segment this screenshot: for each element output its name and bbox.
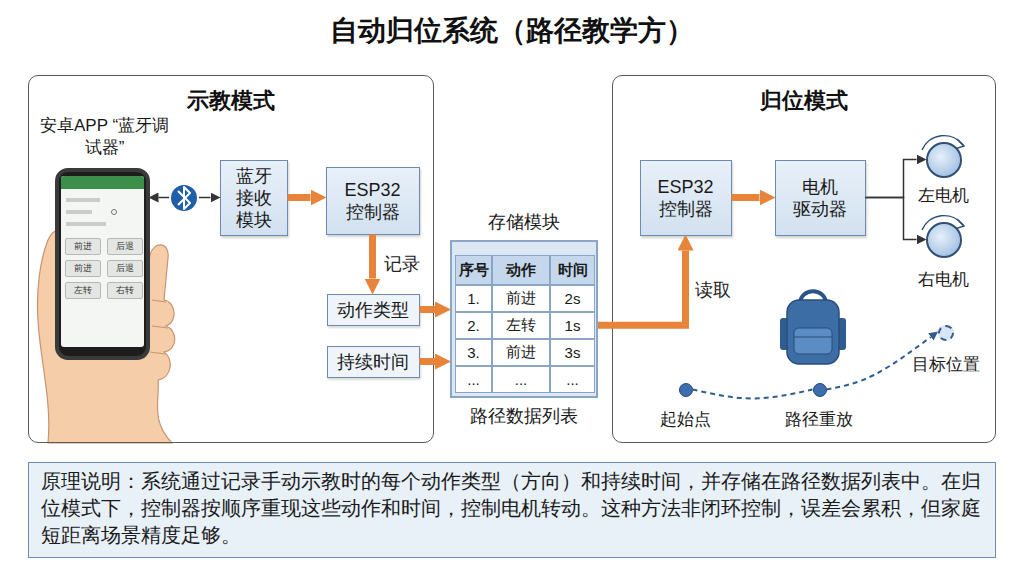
phone-text-bar	[66, 222, 106, 226]
bluetooth-rune	[178, 187, 190, 209]
controller-box: ESP32 控制器	[640, 160, 732, 236]
driver-box: 电机 驱动器	[775, 160, 866, 236]
node-label: 目标位置	[906, 353, 986, 376]
table-caption: 路径数据列表	[432, 404, 616, 428]
node-label: ESP32 控制器	[327, 179, 419, 223]
table-cell: 3.	[455, 339, 492, 366]
node-label: 路径重放	[779, 408, 859, 431]
table-cell: ...	[492, 366, 550, 393]
motor-circle: 左电机	[926, 142, 962, 178]
table-cell: 1.	[455, 285, 492, 312]
signal-link	[866, 198, 917, 240]
phone-app: 安卓APP “蓝牙调试器”前进后退前进后退左转右转	[55, 168, 150, 360]
table-heading: 存储模块	[432, 210, 616, 234]
table-cell: 左转	[492, 312, 550, 339]
flow-arrow	[598, 251, 686, 326]
edge-label: 记录	[384, 252, 420, 276]
mode-panel: 归位模式ESP32 控制器电机 驱动器左电机右电机起始点路径重放目标位置	[612, 75, 996, 443]
app-label: 安卓APP “蓝牙调试器”	[40, 115, 170, 159]
panel-heading: 归位模式	[613, 86, 995, 116]
flow-arrow	[288, 194, 311, 201]
target-point: 目标位置	[938, 325, 954, 341]
table-cell: 1s	[550, 312, 595, 339]
flow-arrow	[420, 306, 436, 313]
rotation-symbol	[922, 136, 964, 230]
app-button: 后退	[107, 238, 143, 255]
principle-note: 原理说明：系统通过记录手动示教时的每个动作类型（方向）和持续时间，并存储在路径数…	[28, 462, 996, 558]
node-label: 左电机	[904, 184, 984, 207]
app-button: 后退	[107, 260, 143, 277]
bluetooth-icon	[170, 184, 198, 212]
note-text: 原理说明：系统通过记录手动示教时的每个动作类型（方向）和持续时间，并存储在路径数…	[41, 468, 983, 549]
backpack-body	[787, 300, 839, 364]
flow-arrow	[420, 358, 436, 365]
app-button: 前进	[65, 238, 101, 255]
data-field-box: 动作类型	[327, 294, 420, 326]
table-cell: 2s	[550, 285, 595, 312]
data-field-box: 持续时间	[327, 346, 420, 378]
node-label: ESP32 控制器	[641, 176, 731, 220]
signal-link	[866, 160, 917, 198]
node-label: 右电机	[904, 268, 984, 291]
table-header-cell: 时间	[550, 255, 595, 285]
path-trace	[827, 337, 931, 390]
path-point: 路径重放	[813, 383, 827, 397]
flow-arrow	[732, 194, 760, 201]
finger-line	[150, 300, 168, 354]
app-button: 前进	[65, 260, 101, 277]
table-cell: ...	[550, 366, 595, 393]
flow-arrow	[369, 235, 376, 279]
node-label: 蓝牙 接收 模块	[221, 165, 287, 231]
storage-table: 存储模块路径数据列表序号动作时间1.前进2s2.左转1s3.前进3s......…	[450, 240, 598, 398]
motor-circle: 右电机	[926, 222, 962, 258]
table-header-cell: 动作	[492, 255, 550, 285]
path-point: 起始点	[679, 383, 693, 397]
phone-radio	[111, 209, 117, 215]
table-cell: 3s	[550, 339, 595, 366]
signal-link	[159, 197, 211, 199]
node-label: 起始点	[650, 408, 720, 431]
table-cell: 前进	[492, 339, 550, 366]
backpack-illustration	[780, 291, 846, 364]
node-label: 电机 驱动器	[776, 176, 865, 220]
mode-panel: 示教模式安卓APP “蓝牙调试器”前进后退前进后退左转右转蓝牙 接收 模块ESP…	[28, 75, 434, 443]
table-cell: 2.	[455, 312, 492, 339]
path-trace	[693, 390, 813, 399]
phone-header-bar	[61, 176, 144, 189]
phone-text-bar	[66, 198, 100, 202]
table-cell: 前进	[492, 285, 550, 312]
node-label: 动作类型	[337, 298, 409, 322]
panel-heading: 示教模式	[29, 86, 433, 116]
diagram-title: 自动归位系统（路径教学方）	[0, 12, 1024, 50]
backpack-pocket	[794, 328, 832, 354]
bluetooth-badge	[170, 184, 198, 212]
node-label: 持续时间	[337, 350, 409, 374]
edge-label: 读取	[695, 278, 731, 302]
edge-group	[159, 160, 931, 399]
table-cell: ...	[455, 366, 492, 393]
backpack-zip	[794, 337, 832, 338]
bluetooth-module: 蓝牙 接收 模块	[220, 160, 288, 236]
table-header-cell: 序号	[455, 255, 492, 285]
app-button: 左转	[65, 282, 101, 299]
controller-box: ESP32 控制器	[326, 167, 420, 235]
phone-text-bar	[66, 210, 92, 214]
app-button: 右转	[107, 282, 143, 299]
